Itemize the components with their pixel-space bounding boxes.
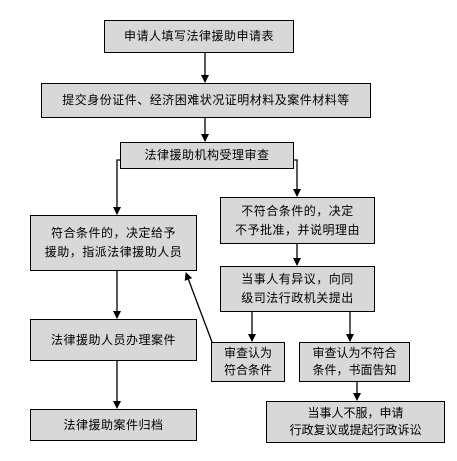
- review-eligible-line-1: 审查认为: [223, 346, 272, 360]
- arrow-review-eligible-to-eligible: [184, 272, 213, 343]
- review-text: 法律援助机构受理审查: [144, 148, 270, 162]
- apply-text: 申请人填写法律援助申请表: [123, 29, 274, 43]
- review-box: 法律援助机构受理审查: [120, 142, 294, 169]
- review-ineligible-box: 审查认为不符合 条件，书面告知: [299, 342, 410, 382]
- archive-text: 法律援助案件归档: [63, 417, 164, 432]
- ineligible-line-2: 不予批准，并说明理由: [234, 222, 360, 237]
- objection-line-2: 级司法行政机关提出: [241, 291, 354, 305]
- apply-box: 申请人填写法律援助申请表: [104, 20, 294, 53]
- appeal-box: 当事人不服，申请 行政复议或提起行政诉讼: [266, 401, 445, 443]
- objection-box: 当事人有异议，向同 级司法行政机关提出: [220, 266, 375, 312]
- review-eligible-box: 审查认为 符合条件: [211, 342, 285, 382]
- handle-case-box: 法律援助人员办理案件: [30, 319, 197, 361]
- arrow-review-to-ineligible: [293, 159, 301, 197]
- handle-case-text: 法律援助人员办理案件: [50, 332, 176, 347]
- ineligible-line-1: 不符合条件的，决定: [241, 203, 354, 218]
- arrow-review-to-eligible: [113, 159, 121, 215]
- review-ineligible-line-2: 条件，书面告知: [312, 363, 397, 377]
- review-eligible-line-2: 符合条件: [223, 363, 272, 377]
- objection-line-1: 当事人有异议，向同: [241, 272, 354, 286]
- submit-materials-box: 提交身份证件、经济困难状况证明材料及案件材料等: [41, 83, 371, 118]
- archive-box: 法律援助案件归档: [30, 409, 197, 441]
- eligible-line-1: 符合条件的，决定给予: [50, 226, 176, 240]
- submit-materials-text: 提交身份证件、经济困难状况证明材料及案件材料等: [62, 93, 350, 107]
- review-ineligible-line-1: 审查认为不符合: [312, 346, 397, 360]
- eligible-box: 符合条件的，决定给予 援助，指派法律援助人员: [30, 215, 197, 271]
- appeal-line-2: 行政复议或提起行政诉讼: [289, 423, 422, 437]
- ineligible-box: 不符合条件的，决定 不予批准，并说明理由: [220, 197, 375, 244]
- eligible-line-2: 援助，指派法律援助人员: [44, 245, 183, 259]
- appeal-line-1: 当事人不服，申请: [307, 406, 404, 420]
